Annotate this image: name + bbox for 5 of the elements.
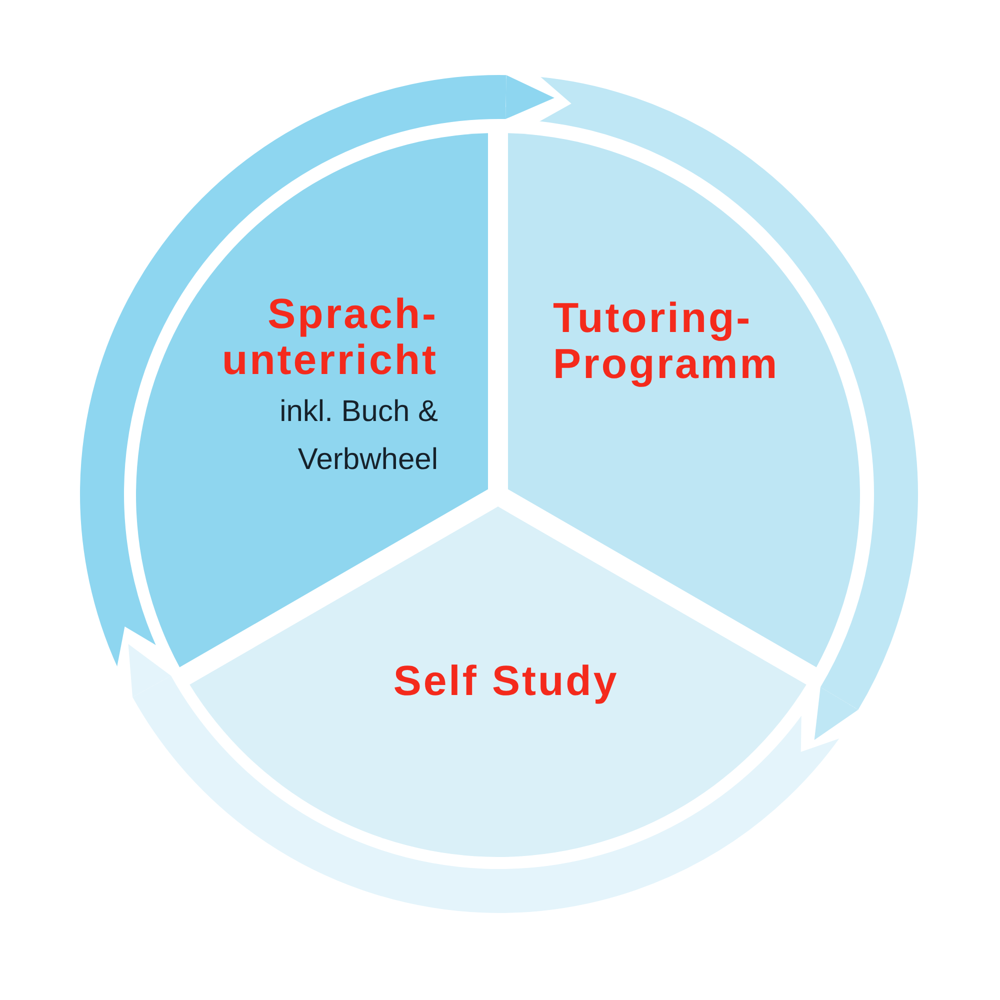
segment-note: inkl. Buch & Verbwheel xyxy=(278,394,438,478)
segment-title: Self Study xyxy=(392,658,620,704)
segment-title: Sprach- unterricht xyxy=(220,291,438,383)
pie-segment xyxy=(189,506,807,857)
segment-title: Tutoring- Programm xyxy=(553,295,780,387)
